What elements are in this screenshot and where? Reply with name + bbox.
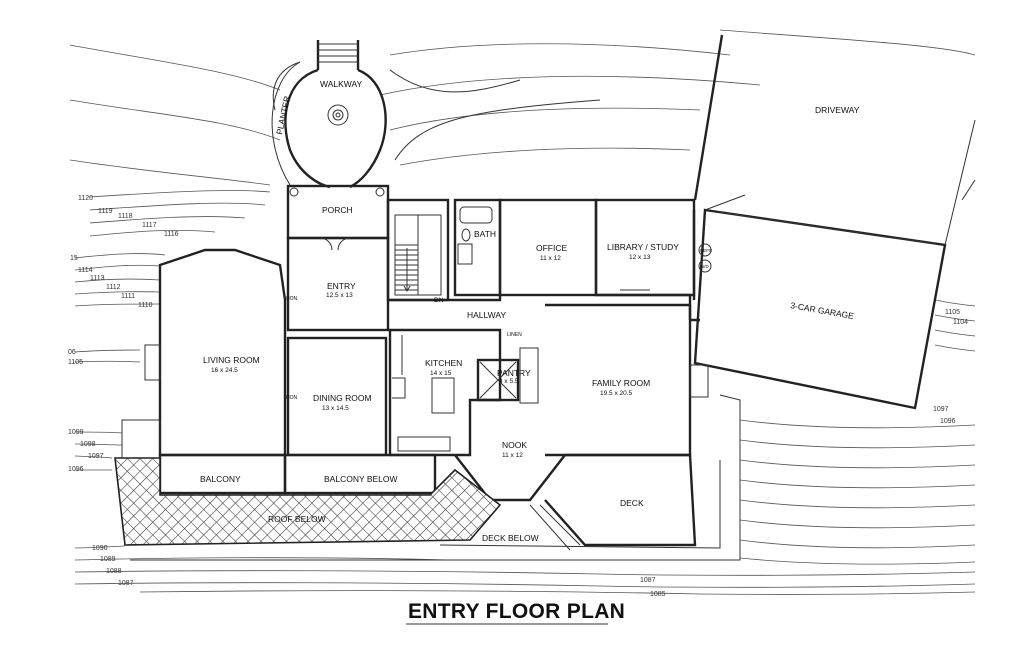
elevation-labels: 1120 1119 1118 1117 1116 15 1114 1113 11… [68,195,968,598]
elev-1105-left: 1105 [68,359,83,366]
elev-1113: 1113 [90,275,105,282]
library-label: LIBRARY / STUDY [607,242,679,252]
walkway-area [271,40,601,189]
driveway-garage [693,34,976,410]
dining-hon-label: HON [286,395,298,401]
elev-1090: 1090 [92,545,108,552]
family-size: 19.5 x 20.5 [600,390,633,397]
living-label: LIVING ROOM [203,355,260,365]
elev-1110: 1110 [138,302,153,309]
elev-1097-left: 1097 [88,453,104,460]
elev-1105-right: 1105 [945,309,960,316]
office-size: 11 x 12 [540,255,561,262]
kitchen-size: 14 x 15 [430,370,452,377]
roof-below-label: ROOF BELOW [268,514,326,524]
elev-1104-right: 1104 [953,319,968,326]
elev-1088: 1088 [106,568,122,575]
deck-label: DECK [620,498,644,508]
elev-1114: 1114 [78,267,93,274]
driveway-label: DRIVEWAY [815,105,860,115]
elev-1089: 1089 [100,556,116,563]
elev-1112: 1112 [106,284,121,291]
elev-1099: 1099 [68,429,84,436]
kitchen-label: KITCHEN [425,358,462,368]
balcony-below-label: BALCONY BELOW [324,474,398,484]
room-labels: PORCH ENTRY 12.5 x 13 BATH OFFICE 11 x 1… [200,205,855,508]
living-size: 16 x 24.5 [211,367,238,374]
plan-title: ENTRY FLOOR PLAN [408,600,625,623]
balcony-label: BALCONY [200,474,241,484]
elev-1118: 1118 [118,213,133,220]
elev-1097-right: 1097 [933,406,949,413]
hallway-label: HALLWAY [467,310,506,320]
porch-label: PORCH [322,205,353,215]
elev-1098: 1098 [80,441,96,448]
pantry-size: 4 x 5.5 [499,378,519,385]
garage-label: 3-CAR GARAGE [790,300,855,321]
pantry-label: PANTRY [497,368,531,378]
nook-size: 11 x 12 [502,452,523,459]
dining-label: DINING ROOM [313,393,372,403]
elev-1096-left: 1096 [68,466,84,473]
walkway-label: WALKWAY [320,79,363,89]
elev-1087-left: 1087 [118,580,134,587]
stair-down-label: DN [434,297,444,304]
elev-1120: 1120 [78,195,93,202]
deck-below-outline [130,394,741,561]
bath-label: BATH [474,229,496,239]
garage-fixture-b: W/D [700,264,709,269]
office-label: OFFICE [536,243,567,253]
nook-label: NOOK [502,440,527,450]
elev-1116: 1116 [164,231,179,238]
house-walls [121,184,709,551]
elev-1111: 1111 [121,293,135,300]
fixture-labels: DN LINEN REFR W/D HON HON [286,248,713,401]
planter-label: PLANTER [274,95,292,135]
topographic-contours [69,29,976,595]
entry-label: ENTRY [327,281,356,291]
elev-06: 06 [68,349,76,356]
elev-1119: 1119 [98,208,113,215]
family-label: FAMILY ROOM [592,378,650,388]
dining-size: 13 x 14.5 [322,405,349,412]
library-size: 12 x 13 [629,254,651,261]
elev-1087-bottom: 1087 [640,577,656,584]
elev-1117: 1117 [142,222,157,229]
elev-15: 15 [70,255,78,262]
elev-1096-right: 1096 [940,418,956,425]
deck-below-label: DECK BELOW [482,533,539,543]
entry-size: 12.5 x 13 [326,292,353,299]
living-hon-label: HON [286,296,298,302]
plan-title-group: ENTRY FLOOR PLAN [406,600,625,625]
elev-1085-bottom: 1085 [650,591,666,598]
garage-fixture-a: REFR [700,248,713,253]
linen-label: LINEN [507,332,522,338]
roof-below-area [114,457,502,546]
